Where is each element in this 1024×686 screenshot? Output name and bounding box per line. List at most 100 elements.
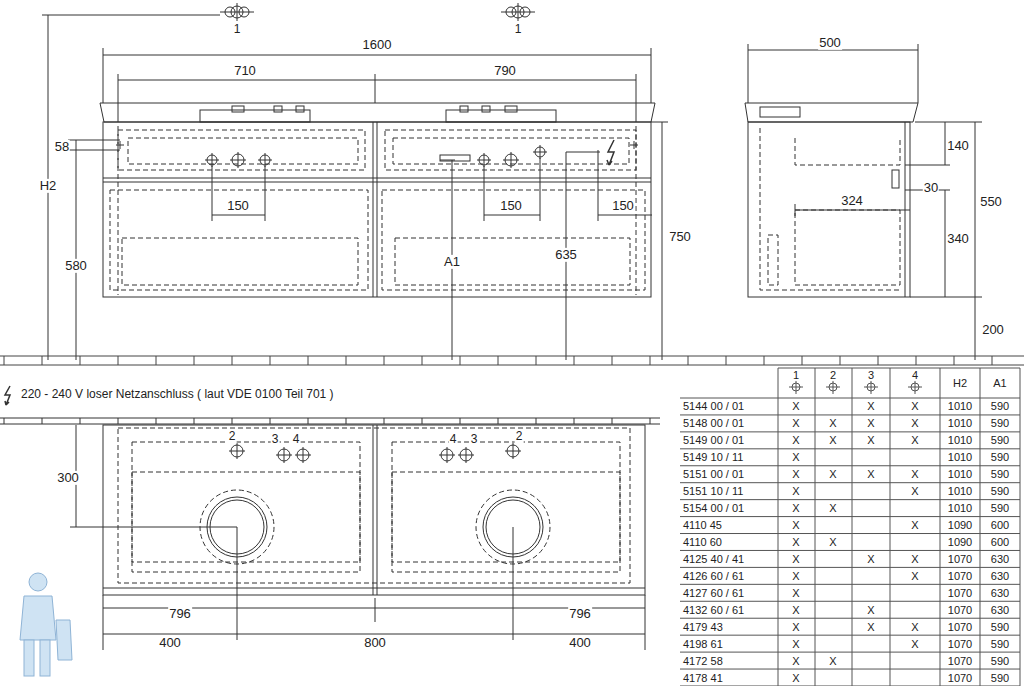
floor-tick [422, 356, 423, 365]
callout-number: 4 [292, 433, 301, 446]
wall-tick [612, 418, 613, 424]
table-cell: 1090 [947, 519, 973, 531]
table-header: 3 [867, 369, 875, 381]
table-cell: 1070 [947, 621, 973, 633]
table-cell: X [910, 468, 919, 480]
table-cell: X [910, 553, 919, 565]
floor-tick [384, 356, 385, 365]
table-cell: 1070 [947, 587, 973, 599]
table-cell: 630 [990, 604, 1010, 616]
table-column-line [980, 368, 981, 686]
wall-tick [232, 418, 233, 424]
table-cell: 590 [990, 468, 1010, 480]
table-cell: X [791, 553, 800, 565]
table-cell: X [791, 638, 800, 650]
wall-tick [650, 418, 651, 424]
table-cell: 4132 60 / 61 [682, 604, 745, 616]
table-cell: X [866, 468, 875, 480]
floor-tick [232, 356, 233, 365]
table-row-line [680, 550, 1020, 551]
table-cell: X [791, 417, 800, 429]
wall-tick [346, 418, 347, 424]
table-cell: X [791, 570, 800, 582]
dimension-label: 200 [981, 323, 1005, 337]
table-column-line [815, 368, 816, 686]
table-cell: X [866, 553, 875, 565]
table-row-line [680, 584, 1020, 585]
floor-tick [118, 356, 119, 365]
table-row-line [680, 516, 1020, 517]
wall-tick [536, 418, 537, 424]
table-cell: 4179 43 [682, 621, 724, 633]
dimension-lines [42, 15, 668, 360]
table-cell: X [791, 451, 800, 463]
table-cell: X [828, 417, 837, 429]
wall-tick [4, 418, 5, 424]
table-row-line [680, 533, 1020, 534]
table-cell: 1010 [947, 400, 973, 412]
floor-line [0, 365, 1024, 366]
floor-line [0, 356, 1024, 357]
table-cell: X [866, 621, 875, 633]
dimension-label: 150 [611, 199, 635, 213]
floor-tick [460, 356, 461, 365]
table-header: 1 [792, 369, 800, 381]
dimension-label: 796 [168, 607, 192, 621]
floor-tick [156, 356, 157, 365]
floor-tick [764, 356, 765, 365]
dimension-label: 750 [668, 230, 692, 244]
dimension-label: A1 [443, 255, 461, 269]
dimension-label: 550 [979, 195, 1003, 209]
table-header: A1 [992, 377, 1007, 389]
table-header: 4 [911, 369, 919, 381]
dimension-label: 140 [946, 139, 970, 153]
table-cell: 630 [990, 553, 1010, 565]
table-cell: 630 [990, 587, 1010, 599]
dimension-label: 710 [233, 64, 257, 78]
table-cell: X [828, 655, 837, 667]
table-cell: X [828, 468, 837, 480]
table-row-line [680, 414, 1020, 415]
floor-tick [498, 356, 499, 365]
table-cell: X [791, 621, 800, 633]
floor-tick [346, 356, 347, 365]
dimension-label: 800 [363, 636, 387, 650]
wall-tick [384, 418, 385, 424]
table-cell: 5151 10 / 11 [682, 485, 744, 497]
table-cell: X [791, 655, 800, 667]
table-cell: 1010 [947, 485, 973, 497]
lightning-symbol [5, 386, 10, 405]
table-cell: 4172 58 [682, 655, 724, 667]
floor-tick [308, 356, 309, 365]
wall-tick [270, 418, 271, 424]
table-cell: 1010 [947, 451, 973, 463]
dimension-label: 400 [158, 636, 182, 650]
dimension-label: 30 [923, 181, 939, 195]
wall-tick [460, 418, 461, 424]
table-cell: 4125 40 / 41 [682, 553, 745, 565]
table-row-line [680, 398, 1020, 399]
wall-tick [422, 418, 423, 424]
dimension-label: 300 [56, 471, 80, 485]
wall-tick [574, 418, 575, 424]
wall-tick [194, 418, 195, 424]
watermark-figure [20, 573, 72, 676]
floor-tick [270, 356, 271, 365]
table-cell: 1070 [947, 671, 973, 683]
table-cell: 5151 00 / 01 [682, 468, 745, 480]
floor-tick [4, 356, 5, 365]
callout-symbol [220, 3, 535, 21]
floor-tick [688, 356, 689, 365]
dimension-label: 150 [226, 199, 250, 213]
table-cell: X [910, 621, 919, 633]
table-grid [680, 368, 1020, 686]
table-row-line [680, 685, 1020, 686]
table-cell: 590 [990, 485, 1010, 497]
table-row-line [680, 601, 1020, 602]
floor-tick [650, 356, 651, 365]
callout-number: 2 [228, 430, 237, 443]
table-cell: 1070 [947, 638, 973, 650]
table-cell: 590 [990, 671, 1010, 683]
wall-line [0, 418, 660, 419]
